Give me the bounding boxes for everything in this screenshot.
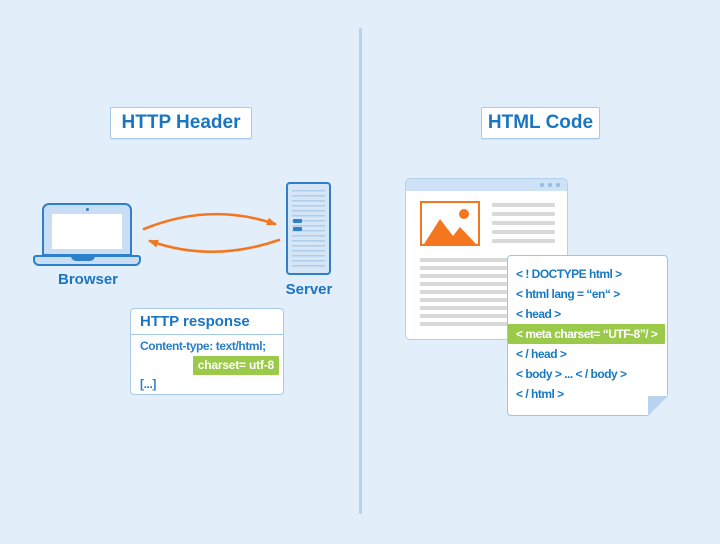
server-led (293, 219, 302, 223)
http-header-title: HTTP Header (110, 107, 252, 139)
code-line-meta-charset-highlighted: < meta charset= “UTF-8”/ > (508, 324, 665, 344)
laptop-webcam-dot (86, 208, 89, 211)
text-line (492, 221, 555, 225)
text-line (492, 203, 555, 207)
window-dots-icon (540, 183, 560, 187)
browser-window-titlebar (406, 179, 567, 191)
request-response-arrows-icon (142, 212, 281, 254)
text-line (492, 212, 555, 216)
code-line-html-close: < / html > (516, 387, 564, 401)
text-line (420, 282, 555, 286)
server-led (293, 227, 302, 231)
ellipsis-line: [...] (140, 377, 156, 391)
text-line (420, 298, 555, 302)
server-label: Server (285, 281, 333, 298)
http-response-body: Content-type: text/html; charset= utf-8 … (131, 335, 283, 392)
code-line-head-close: < / head > (516, 347, 567, 361)
text-line (420, 266, 555, 270)
window-dot (540, 183, 544, 187)
browser-label: Browser (57, 271, 119, 288)
arrow-to-server (142, 212, 277, 231)
text-line (492, 230, 555, 234)
note-folded-corner-icon (648, 396, 668, 416)
code-line-doctype: < ! DOCTYPE html > (516, 267, 622, 281)
text-line (420, 322, 555, 326)
charset-row: charset= utf-8 (140, 356, 279, 375)
html-code-note: < ! DOCTYPE html > < html lang = “en“ > … (507, 255, 668, 416)
sun-icon (459, 209, 469, 219)
text-lines-bottom (420, 258, 555, 330)
code-line-body: < body > ... < / body > (516, 367, 627, 381)
text-line (492, 239, 555, 243)
http-response-title: HTTP response (131, 309, 283, 335)
charset-highlight: charset= utf-8 (192, 356, 279, 375)
window-dot (548, 183, 552, 187)
laptop-notch (71, 255, 95, 261)
laptop-screen (52, 214, 122, 249)
window-dot (556, 183, 560, 187)
text-line (420, 274, 555, 278)
arrow-to-browser (148, 238, 281, 254)
server-icon (286, 182, 331, 275)
text-line (420, 306, 555, 310)
code-line-html-open: < html lang = “en“ > (516, 287, 620, 301)
laptop-lid (42, 203, 132, 256)
http-response-box: HTTP response Content-type: text/html; c… (130, 308, 284, 395)
http-header-title-label: HTTP Header (121, 112, 241, 133)
content-type-line: Content-type: text/html; (140, 339, 266, 353)
text-line (420, 290, 555, 294)
browser-window-mockup (405, 178, 568, 340)
text-lines-right (492, 203, 555, 248)
html-code-title: HTML Code (481, 107, 600, 139)
html-code-title-label: HTML Code (487, 112, 594, 133)
laptop-icon (33, 200, 142, 268)
text-line (420, 314, 555, 318)
code-line-head-open: < head > (516, 307, 561, 321)
image-placeholder-icon (420, 201, 480, 246)
panel-divider (359, 28, 362, 514)
text-line (420, 258, 555, 262)
mountains-icon (424, 219, 476, 244)
code-lines: < ! DOCTYPE html > < html lang = “en“ > … (508, 256, 667, 404)
